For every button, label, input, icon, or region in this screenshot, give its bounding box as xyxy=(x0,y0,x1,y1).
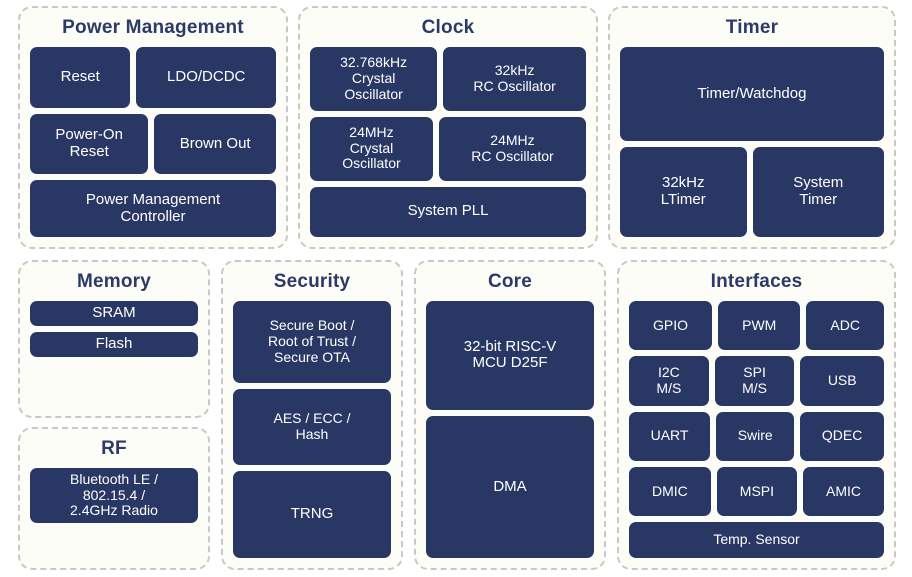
group-title-core: Core xyxy=(487,271,533,292)
block-row: Secure Boot / Root of Trust / Secure OTA xyxy=(233,301,391,383)
block-row: SRAM xyxy=(30,301,198,326)
block-24mhz-rc-oscillator[interactable]: 24MHz RC Oscillator xyxy=(438,116,587,181)
group-body-memory: SRAM Flash xyxy=(30,301,198,406)
group-title-power-management: Power Management xyxy=(62,17,244,38)
block-i2c-ms[interactable]: I2C M/S xyxy=(629,356,709,406)
block-row: 32.768kHz Crystal Oscillator 32kHz RC Os… xyxy=(310,47,586,111)
group-title-interfaces: Interfaces xyxy=(710,271,803,292)
block-ldo-dcdc[interactable]: LDO/DCDC xyxy=(136,47,276,108)
group-title-timer: Timer xyxy=(725,17,779,38)
group-body-timer: Timer/Watchdog 32kHz LTimer System Timer xyxy=(620,47,885,237)
block-row: GPIO PWM ADC xyxy=(629,301,884,351)
block-pwm[interactable]: PWM xyxy=(718,301,801,351)
group-body-clock: 32.768kHz Crystal Oscillator 32kHz RC Os… xyxy=(310,47,587,237)
block-adc[interactable]: ADC xyxy=(806,301,884,351)
block-row: DMIC MSPI AMIC xyxy=(629,466,885,517)
block-sram[interactable]: SRAM xyxy=(30,301,198,326)
block-row: I2C M/S SPI M/S USB xyxy=(629,356,885,406)
block-qdec[interactable]: QDEC xyxy=(800,411,884,461)
block-secure-boot-root-of-trust-secure-ota[interactable]: Secure Boot / Root of Trust / Secure OTA xyxy=(233,301,391,383)
block-system-pll[interactable]: System PLL xyxy=(310,186,586,237)
group-body-core: 32-bit RISC-V MCU D25F DMA xyxy=(426,301,594,558)
group-title-rf: RF xyxy=(101,438,127,459)
block-row: DMA xyxy=(426,415,594,558)
group-security: Security Secure Boot / Root of Trust / S… xyxy=(221,260,403,570)
block-24mhz-crystal-oscillator[interactable]: 24MHz Crystal Oscillator xyxy=(310,116,433,181)
block-swire[interactable]: Swire xyxy=(716,411,795,461)
block-flash[interactable]: Flash xyxy=(30,331,198,357)
group-memory: Memory SRAM Flash xyxy=(18,260,210,418)
block-mspi[interactable]: MSPI xyxy=(716,466,798,517)
group-interfaces: Interfaces GPIO PWM ADC I2C M/S SPI M/S … xyxy=(617,260,896,570)
group-timer: Timer Timer/Watchdog 32kHz LTimer System… xyxy=(608,6,896,249)
block-row: Temp. Sensor xyxy=(629,522,884,559)
block-32-bit-risc-v-mcu-d25f[interactable]: 32-bit RISC-V MCU D25F xyxy=(426,301,594,410)
group-body-security: Secure Boot / Root of Trust / Secure OTA… xyxy=(233,301,391,558)
block-dma[interactable]: DMA xyxy=(426,415,594,558)
block-32khz-rc-oscillator[interactable]: 32kHz RC Oscillator xyxy=(443,47,586,111)
group-power-management: Power Management Reset LDO/DCDC Power-On… xyxy=(18,6,288,249)
block-row: 24MHz Crystal Oscillator 24MHz RC Oscill… xyxy=(310,116,587,181)
block-32khz-ltimer[interactable]: 32kHz LTimer xyxy=(620,146,747,237)
block-row: TRNG xyxy=(233,471,391,558)
block-power-on-reset[interactable]: Power-On Reset xyxy=(30,113,149,175)
block-row: Power-On Reset Brown Out xyxy=(30,113,276,175)
block-row: 32kHz LTimer System Timer xyxy=(620,146,885,237)
group-title-memory: Memory xyxy=(76,271,152,292)
group-body-power-management: Reset LDO/DCDC Power-On Reset Brown Out … xyxy=(30,47,276,238)
block-brown-out[interactable]: Brown Out xyxy=(154,113,276,175)
group-body-interfaces: GPIO PWM ADC I2C M/S SPI M/S USB UART Sw… xyxy=(629,301,885,559)
block-row: Timer/Watchdog xyxy=(620,47,884,141)
group-title-security: Security xyxy=(273,271,351,292)
group-body-rf: Bluetooth LE / 802.15.4 / 2.4GHz Radio xyxy=(30,468,198,558)
group-core: Core 32-bit RISC-V MCU D25F DMA xyxy=(414,260,606,570)
block-row: Reset LDO/DCDC xyxy=(30,47,276,108)
group-rf: RF Bluetooth LE / 802.15.4 / 2.4GHz Radi… xyxy=(18,427,210,570)
block-spi-ms[interactable]: SPI M/S xyxy=(714,356,795,406)
block-system-timer[interactable]: System Timer xyxy=(752,146,885,237)
block-trng[interactable]: TRNG xyxy=(233,471,391,558)
block-amic[interactable]: AMIC xyxy=(803,466,885,517)
block-row: Flash xyxy=(30,331,198,357)
block-usb[interactable]: USB xyxy=(800,356,885,406)
block-row: UART Swire QDEC xyxy=(629,411,884,461)
block-gpio[interactable]: GPIO xyxy=(629,301,713,351)
block-row: Bluetooth LE / 802.15.4 / 2.4GHz Radio xyxy=(30,468,198,524)
block-timer-watchdog[interactable]: Timer/Watchdog xyxy=(620,47,884,141)
block-uart[interactable]: UART xyxy=(629,411,711,461)
block-dmic[interactable]: DMIC xyxy=(629,466,711,517)
block-row: 32-bit RISC-V MCU D25F xyxy=(426,301,594,410)
block-row: System PLL xyxy=(310,186,586,237)
block-reset[interactable]: Reset xyxy=(30,47,131,108)
block-bluetooth-le-radio[interactable]: Bluetooth LE / 802.15.4 / 2.4GHz Radio xyxy=(30,468,198,524)
block-row: AES / ECC / Hash xyxy=(233,388,391,466)
block-power-management-controller[interactable]: Power Management Controller xyxy=(30,180,276,238)
group-title-clock: Clock xyxy=(421,17,475,38)
block-32768khz-crystal-oscillator[interactable]: 32.768kHz Crystal Oscillator xyxy=(310,47,438,111)
block-aes-ecc-hash[interactable]: AES / ECC / Hash xyxy=(233,388,391,466)
block-row: Power Management Controller xyxy=(30,180,276,238)
group-clock: Clock 32.768kHz Crystal Oscillator 32kHz… xyxy=(298,6,598,249)
block-temp-sensor[interactable]: Temp. Sensor xyxy=(629,522,884,559)
